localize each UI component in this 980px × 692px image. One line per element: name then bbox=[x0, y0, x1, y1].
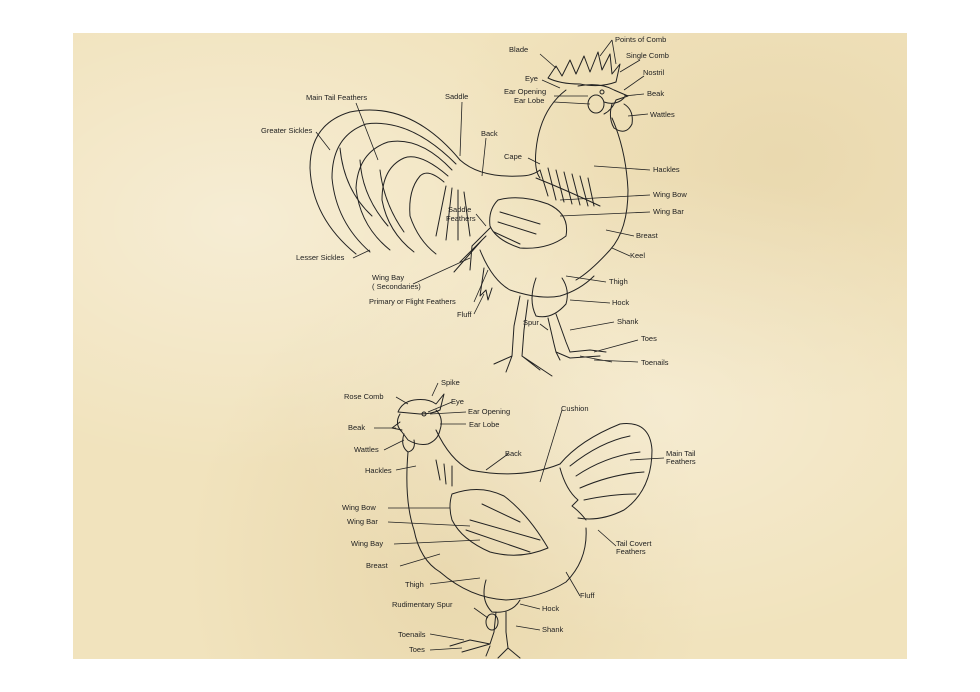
label-saddle: Saddle bbox=[445, 92, 468, 101]
label-back: Back bbox=[481, 129, 498, 138]
label-saddle-feathers-1: Saddle bbox=[448, 205, 471, 214]
label-main-tail-1: Main Tail bbox=[666, 449, 696, 458]
label-blade: Blade bbox=[509, 45, 528, 54]
label-points-of-comb: Points of Comb bbox=[615, 35, 666, 44]
label-tail-covert-1: Tail Covert bbox=[616, 539, 652, 548]
label-wing-bay: Wing Bay bbox=[351, 539, 383, 548]
label-hackles: Hackles bbox=[653, 165, 680, 174]
label-wing-bow: Wing Bow bbox=[653, 190, 687, 199]
label-ear-lobe: Ear Lobe bbox=[469, 420, 499, 429]
label-nostril: Nostril bbox=[643, 68, 665, 77]
label-toes: Toes bbox=[641, 334, 657, 343]
label-single-comb: Single Comb bbox=[626, 51, 669, 60]
label-beak: Beak bbox=[348, 423, 365, 432]
label-back: Back bbox=[505, 449, 522, 458]
label-hackles: Hackles bbox=[365, 466, 392, 475]
label-rudimentary-spur: Rudimentary Spur bbox=[392, 600, 453, 609]
label-breast: Breast bbox=[636, 231, 659, 240]
leader-lines bbox=[315, 39, 665, 651]
label-toenails: Toenails bbox=[641, 358, 669, 367]
label-hock: Hock bbox=[612, 298, 629, 307]
label-ear-opening: Ear Opening bbox=[468, 407, 510, 416]
rooster-labels: Points of Comb Blade Single Comb Nostril… bbox=[261, 35, 687, 367]
label-eye: Eye bbox=[525, 74, 538, 83]
label-rose-comb: Rose Comb bbox=[344, 392, 384, 401]
label-main-tail-2: Feathers bbox=[666, 457, 696, 466]
label-ear-lobe: Ear Lobe bbox=[514, 96, 544, 105]
label-thigh: Thigh bbox=[405, 580, 424, 589]
label-cushion: Cushion bbox=[561, 404, 589, 413]
label-wing-bay-2: ( Secondaries) bbox=[372, 282, 421, 291]
label-wattles: Wattles bbox=[354, 445, 379, 454]
label-lesser-sickles: Lesser Sickles bbox=[296, 253, 345, 262]
hen-drawing bbox=[391, 393, 653, 659]
label-toes: Toes bbox=[409, 645, 425, 654]
label-toenails: Toenails bbox=[398, 630, 426, 639]
diagram-slide bbox=[73, 33, 907, 659]
label-spike: Spike bbox=[441, 378, 460, 387]
label-breast: Breast bbox=[366, 561, 389, 570]
label-saddle-feathers-2: Feathers bbox=[446, 214, 476, 223]
label-main-tail-feathers: Main Tail Feathers bbox=[306, 93, 367, 102]
label-greater-sickles: Greater Sickles bbox=[261, 126, 313, 135]
label-wing-bar: Wing Bar bbox=[347, 517, 378, 526]
hen-labels: Spike Rose Comb Eye Cushion Ear Opening … bbox=[342, 378, 696, 654]
label-primary-flight-feathers: Primary or Flight Feathers bbox=[369, 297, 456, 306]
label-wing-bay-1: Wing Bay bbox=[372, 273, 404, 282]
label-shank: Shank bbox=[617, 317, 639, 326]
label-ear-opening: Ear Opening bbox=[504, 87, 546, 96]
label-cape: Cape bbox=[504, 152, 522, 161]
label-wing-bar: Wing Bar bbox=[653, 207, 684, 216]
label-wattles: Wattles bbox=[650, 110, 675, 119]
label-beak: Beak bbox=[647, 89, 664, 98]
label-shank: Shank bbox=[542, 625, 564, 634]
label-fluff: Fluff bbox=[580, 591, 595, 600]
label-wing-bow: Wing Bow bbox=[342, 503, 376, 512]
rooster-drawing bbox=[309, 51, 633, 377]
label-spur: Spur bbox=[523, 318, 539, 327]
label-tail-covert-2: Feathers bbox=[616, 547, 646, 556]
label-hock: Hock bbox=[542, 604, 559, 613]
label-thigh: Thigh bbox=[609, 277, 628, 286]
label-eye: Eye bbox=[451, 397, 464, 406]
label-fluff: Fluff bbox=[457, 310, 472, 319]
label-keel: Keel bbox=[630, 251, 645, 260]
